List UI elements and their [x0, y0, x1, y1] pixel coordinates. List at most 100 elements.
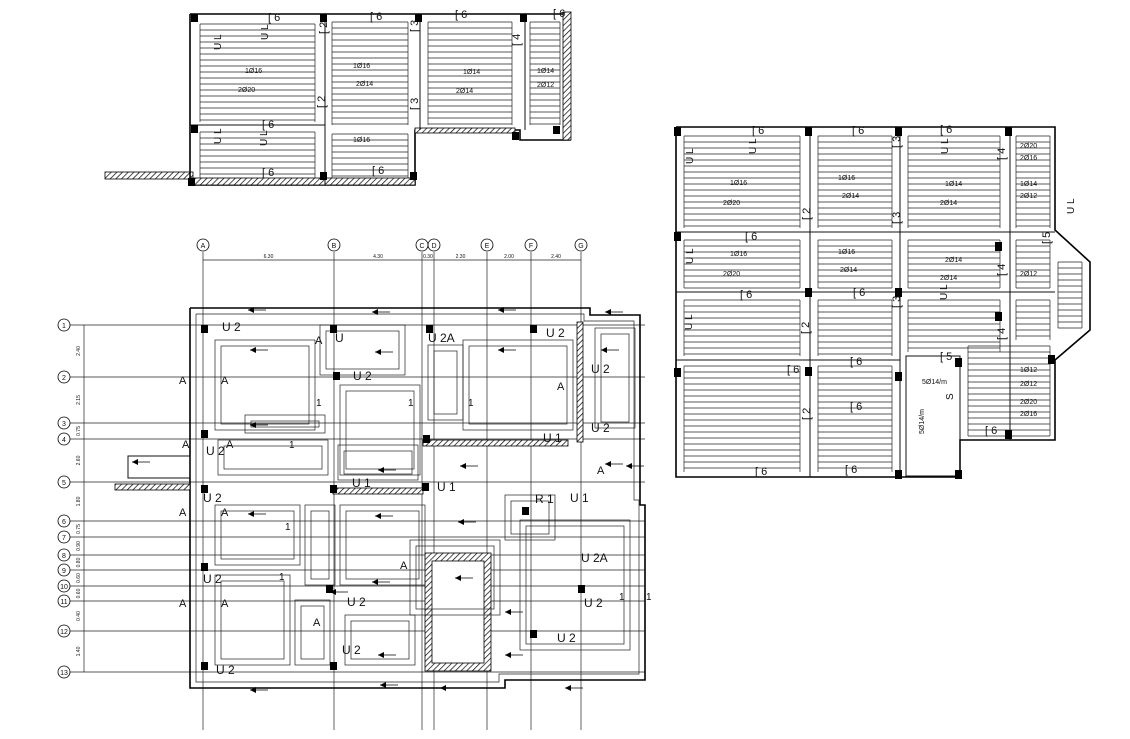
column: [512, 132, 519, 140]
grid-label: B: [332, 243, 337, 250]
dimension-label: 0.75: [76, 524, 82, 534]
foundation-beam: [214, 504, 301, 566]
column: [955, 358, 962, 367]
rebar-label: 1Ø14: [537, 68, 554, 75]
column: [320, 172, 327, 180]
beam-label: [ 6: [752, 125, 764, 137]
foundation-beam: [504, 494, 556, 541]
dimension-label: 1.40: [76, 646, 82, 656]
foundation-beam: [244, 414, 326, 434]
beam-label: [ 4: [996, 148, 1008, 160]
beam-label: [ 6: [845, 464, 857, 476]
foundation-beam-inner: [343, 450, 413, 475]
beam-label: [ 6: [850, 356, 862, 368]
beam-label: U 1: [437, 480, 456, 494]
section-arrow-head: [372, 309, 378, 315]
rebar-label: 2Ø20: [723, 200, 740, 207]
foundation-beam: [462, 339, 574, 431]
grid-label: 5: [62, 480, 66, 487]
grid-label: C: [419, 243, 424, 250]
rebar-label: 2Ø16: [1020, 155, 1037, 162]
rebar-label: 1Ø16: [245, 68, 262, 75]
section-mark: A: [221, 507, 229, 519]
column: [995, 312, 1002, 321]
foundation-beam: [594, 327, 636, 429]
column: [895, 470, 902, 479]
section-arrow-head: [605, 461, 611, 467]
section-mark: 1: [619, 592, 625, 603]
column: [201, 563, 208, 571]
rebar-label: 2Ø14: [940, 200, 957, 207]
beam-label: U 2: [203, 572, 222, 586]
column: [320, 14, 327, 22]
rib-direction-label: U L: [684, 314, 695, 330]
rebar-label: 2Ø14: [940, 275, 957, 282]
grid-label: E: [485, 243, 490, 250]
foundation-beam: [339, 504, 426, 586]
beam-label: [ 6: [370, 11, 382, 23]
column: [805, 367, 812, 376]
rebar-label: 2Ø16: [1020, 411, 1037, 418]
beam-label: [ 6: [755, 466, 767, 478]
rebar-label: 1Ø16: [838, 175, 855, 182]
grid-label: 7: [62, 535, 66, 542]
column: [895, 372, 902, 381]
rib-direction-label: U L: [260, 24, 271, 40]
beam-label: U 2: [222, 320, 241, 334]
section-arrow-head: [440, 685, 446, 691]
section-mark: 1: [285, 522, 291, 533]
grid-label: 1: [62, 323, 66, 330]
dimension-label: 0.60: [76, 588, 82, 598]
beam-label: U 2: [353, 369, 372, 383]
beam-label: [ 6: [787, 364, 799, 376]
column: [530, 630, 537, 638]
beam-label: [ 4: [511, 34, 523, 46]
rebar-label: 2Ø14: [945, 257, 962, 264]
beam-label: [ 5: [940, 351, 952, 363]
grid-label: 2: [62, 375, 66, 382]
foundation-beam: [217, 439, 329, 476]
column: [201, 662, 208, 670]
foundation-beam-inner: [325, 330, 400, 370]
section-arrow-head: [375, 349, 381, 355]
grid-label: A: [201, 243, 206, 250]
beam-label: [ 2: [801, 208, 813, 220]
foundation-beam: [409, 539, 501, 616]
section-mark: A: [179, 507, 187, 519]
foundation-beam: [337, 444, 419, 481]
column: [995, 242, 1002, 251]
column: [1048, 355, 1055, 364]
beam-label: [ 6: [455, 9, 467, 21]
column: [330, 485, 337, 493]
section-arrow-head: [248, 307, 254, 313]
grid-label: 12: [60, 629, 68, 636]
section-mark: A: [221, 375, 229, 387]
section-mark: 1: [289, 440, 295, 451]
foundation-beam-inner: [300, 605, 325, 660]
rebar-label: 1Ø16: [353, 63, 370, 70]
rebar-label: 2Ø12: [537, 82, 554, 89]
beam-label: [ 4: [996, 264, 1008, 276]
section-arrow-head: [380, 682, 386, 688]
section-mark: 1: [646, 592, 652, 603]
beam-label: [ 5: [1041, 232, 1053, 244]
foundation-beam: [304, 504, 336, 586]
dimension-label: 1.80: [76, 496, 82, 506]
column: [330, 325, 337, 333]
foundation-beam-inner: [345, 510, 420, 580]
beam-label: [ 3: [891, 212, 903, 224]
grid-bubble: [57, 530, 71, 544]
rib-direction-label: U L: [685, 148, 696, 164]
column: [520, 14, 527, 22]
foundation-beam-inner: [220, 580, 285, 660]
beam-label: [ 4: [996, 328, 1008, 340]
rib-direction-label: U L: [213, 34, 224, 50]
section-arrow-head: [330, 589, 336, 595]
section-arrow-head: [626, 463, 632, 469]
top-slab-reinforcement-plan: 1Ø16 2Ø20 1Ø16 2Ø14 1Ø14 2Ø14 1Ø14 2Ø12 …: [104, 8, 572, 186]
rebar-label: 1Ø14: [1020, 181, 1037, 188]
beam-label: S: [945, 393, 956, 400]
beam-label: U 2: [216, 663, 235, 677]
column: [201, 430, 208, 438]
